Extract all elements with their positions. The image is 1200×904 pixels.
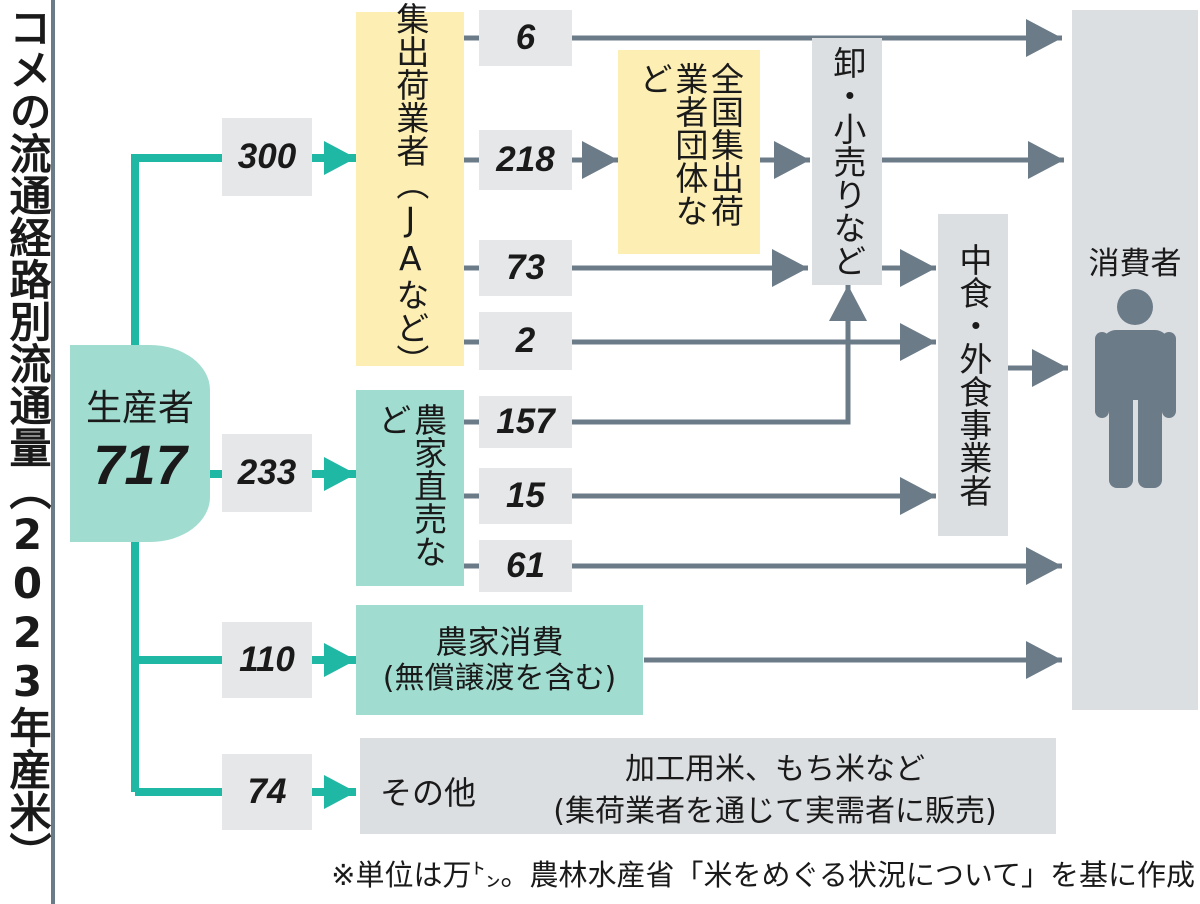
flow-collectors-consumer-value: 6 <box>479 10 572 66</box>
consumer-label: 消費者 <box>1088 246 1182 282</box>
producer-value: 717 <box>93 433 187 497</box>
chart-title: コメの流通経路別流通量（2023年産米） <box>3 6 52 874</box>
flow-direct-foodservice-value: 15 <box>479 468 572 524</box>
flow-collectors-wholesale-value: 73 <box>479 240 572 296</box>
flow-direct-consumer-value: 61 <box>479 540 572 592</box>
flow-collectors-foodservice-value: 2 <box>479 312 572 370</box>
direct-sales-label: 農家直売など <box>373 403 448 568</box>
producer-trunk <box>131 154 222 796</box>
collectors-label: 集出荷業者（JAなど） <box>390 1 430 377</box>
food-service-label: 中食・外食事業者 <box>953 243 993 507</box>
national-groups-label: 全国集出荷業者団体など <box>634 62 745 227</box>
collectors-box: 集出荷業者（JAなど） <box>356 2 464 377</box>
other-description: 加工用米、もち米など <box>625 752 925 787</box>
farm-consumption-label: 農家消費 <box>435 622 564 661</box>
branch-collectors-value: 300 <box>222 118 312 196</box>
branch-other-value: 74 <box>222 754 312 830</box>
branch-direct-value: 233 <box>222 434 312 512</box>
food-service-box: 中食・外食事業者 <box>938 214 1008 536</box>
producer-box: 生産者 717 <box>70 345 210 542</box>
consumer-box: 消費者 <box>1072 10 1198 710</box>
source-note: ※単位は万㌧。農林水産省「米をめぐる状況について」を基に作成 <box>331 858 1195 892</box>
teal-arrows <box>312 141 356 809</box>
farm-consumption-box: 農家消費 (無償譲渡を含む) <box>356 605 643 715</box>
flow-collectors-national-value: 218 <box>479 130 572 190</box>
producer-label: 生産者 <box>85 387 194 429</box>
national-groups-box: 全国集出荷業者団体など <box>618 50 760 254</box>
other-description-note: (集荷業者を通じて実需者に販売) <box>553 794 997 829</box>
farm-consumption-sublabel: (無償譲渡を含む) <box>382 661 617 697</box>
other-box: その他 加工用米、もち米など (集荷業者を通じて実需者に販売) <box>360 738 1056 834</box>
flow-direct-wholesale-value: 157 <box>479 396 572 448</box>
wholesale-retail-box: 卸・小売りなど <box>812 38 882 285</box>
direct-sales-box: 農家直売など <box>356 390 464 586</box>
person-icon <box>1095 289 1176 488</box>
other-label: その他 <box>380 774 477 812</box>
branch-farm-value: 110 <box>222 622 312 698</box>
wholesale-retail-label: 卸・小売りなど <box>827 46 867 277</box>
